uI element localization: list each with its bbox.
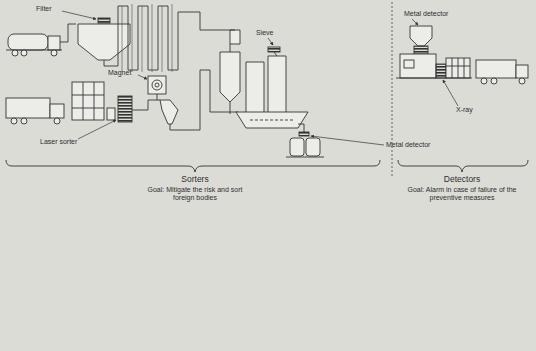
- part-label: Sieve: [256, 29, 282, 37]
- goal-note: Goal: Alarm in case of failure of the pr…: [401, 186, 523, 203]
- mixing-hopper: [236, 112, 308, 128]
- divider-line: [392, 2, 393, 178]
- filter-symbol: [98, 18, 110, 23]
- shipping-truck: [476, 60, 528, 84]
- packing-line: [396, 26, 472, 78]
- part-label: Metal detector: [404, 10, 464, 18]
- sieve-symbol: [268, 47, 280, 52]
- delivery-truck: [6, 98, 64, 124]
- group-title: Detectors: [422, 174, 502, 184]
- leader-lines: [62, 11, 458, 145]
- group-title: Sorters: [155, 174, 235, 184]
- part-label: Magnet: [108, 69, 140, 77]
- tanker-truck: [6, 34, 62, 56]
- part-label: Filter: [36, 5, 62, 13]
- part-label: X-ray: [456, 106, 486, 114]
- storage-racks: [72, 82, 115, 120]
- part-label: Laser sorter: [40, 138, 84, 146]
- laser-sorter-unit: [118, 96, 132, 122]
- silos: [200, 30, 286, 124]
- part-label: Metal detector: [386, 141, 446, 149]
- sorters-brace: [6, 160, 380, 172]
- plant-drawing: [6, 4, 528, 157]
- metal-detector-unit: [299, 132, 309, 136]
- filled-bags: [286, 138, 324, 157]
- goal-note: Goal: Mitigate the risk and sort foreign…: [136, 186, 254, 203]
- detectors-brace: [398, 160, 528, 172]
- magnet-unit: [148, 76, 166, 94]
